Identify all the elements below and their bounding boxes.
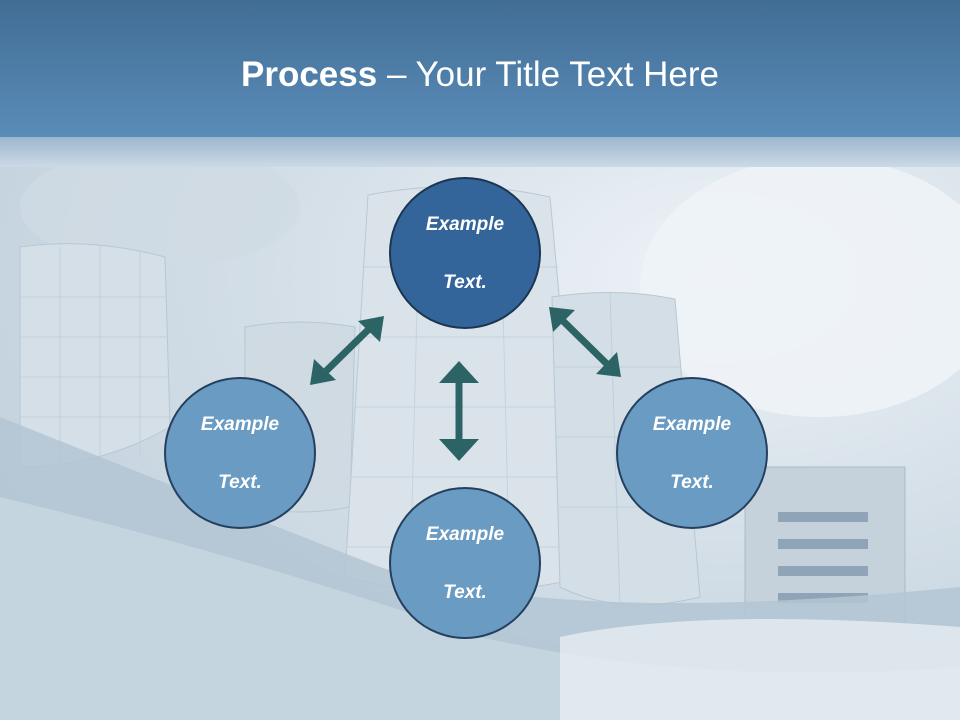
- node-right-line1: Example: [652, 413, 732, 435]
- node-bottom-line2: Text.: [443, 581, 487, 603]
- title-rest: – Your Title Text Here: [377, 55, 719, 94]
- node-top-line2: Text.: [443, 271, 487, 293]
- double-arrow-top-left: [310, 316, 384, 385]
- title-bar: Process – Your Title Text Here: [0, 0, 960, 137]
- node-left-line1: Example: [200, 413, 280, 435]
- title-bold: Process: [241, 55, 378, 94]
- double-arrow-vertical: [439, 361, 479, 461]
- double-arrow-top-right: [549, 307, 621, 377]
- slide-title: Process – Your Title Text Here: [0, 52, 960, 98]
- node-right-line2: Text.: [670, 471, 714, 493]
- node-bottom-line1: Example: [425, 523, 505, 545]
- title-band: [0, 137, 960, 167]
- node-top-line1: Example: [425, 213, 505, 235]
- node-left-line2: Text.: [218, 471, 262, 493]
